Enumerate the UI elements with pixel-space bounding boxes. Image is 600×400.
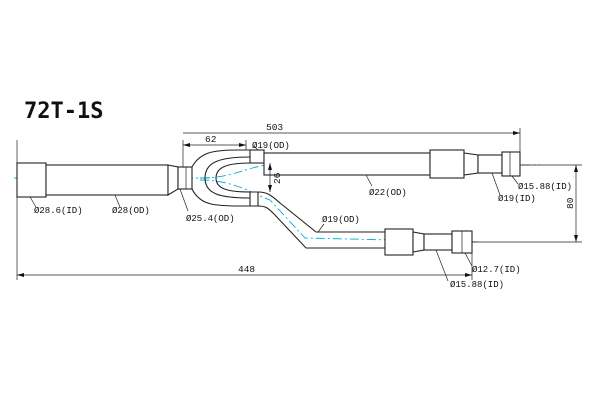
dimension-80: 80	[472, 164, 582, 243]
dim-448-label: 448	[238, 264, 255, 275]
label-inlet-od: Ø28(OD)	[112, 194, 150, 216]
y-splitter	[191, 149, 258, 207]
svg-text:Ø15.88(ID): Ø15.88(ID)	[518, 182, 572, 192]
lower-branch-pipe	[249, 191, 473, 256]
label-upper-end-id: Ø15.88(ID)	[511, 175, 572, 192]
label-upper-main-od: Ø22(OD)	[365, 174, 407, 198]
svg-text:Ø19(OD): Ø19(OD)	[252, 141, 290, 151]
label-lower-od: Ø19(OD)	[317, 215, 360, 233]
svg-text:Ø19(ID): Ø19(ID)	[498, 194, 536, 204]
dim-503-label: 503	[266, 122, 283, 133]
lower-centerline	[199, 179, 481, 243]
label-upper-end-id2: Ø19(ID)	[491, 172, 536, 204]
dimension-62: 62	[182, 134, 247, 167]
dimension-26: 26	[268, 163, 283, 192]
inlet-pipe	[16, 162, 193, 198]
upper-branch-pipe	[249, 149, 521, 179]
svg-text:Ø25.4(OD): Ø25.4(OD)	[186, 214, 235, 224]
dim-80-label: 80	[565, 197, 576, 209]
model-title: 72T-1S	[24, 99, 103, 124]
svg-text:Ø22(OD): Ø22(OD)	[369, 188, 407, 198]
dim-26-label: 26	[272, 172, 283, 184]
label-lower-end-id: Ø12.7(ID)	[464, 252, 521, 275]
svg-text:Ø15.88(ID): Ø15.88(ID)	[450, 280, 504, 290]
label-inlet-id: Ø28.6(ID)	[29, 196, 83, 216]
upper-centerline	[199, 164, 540, 179]
dim-62-label: 62	[205, 134, 217, 145]
svg-text:Ø19(OD): Ø19(OD)	[322, 215, 360, 225]
dimension-448: 448	[16, 197, 473, 280]
label-lower-end-id2: Ø15.88(ID)	[435, 249, 504, 290]
label-upper-small-od: Ø19(OD)	[252, 141, 290, 151]
svg-text:Ø28.6(ID): Ø28.6(ID)	[34, 206, 83, 216]
label-branch-od: Ø25.4(OD)	[179, 188, 235, 224]
svg-text:Ø12.7(ID): Ø12.7(ID)	[472, 265, 521, 275]
dimension-503: 503	[16, 122, 521, 163]
svg-text:Ø28(OD): Ø28(OD)	[112, 206, 150, 216]
